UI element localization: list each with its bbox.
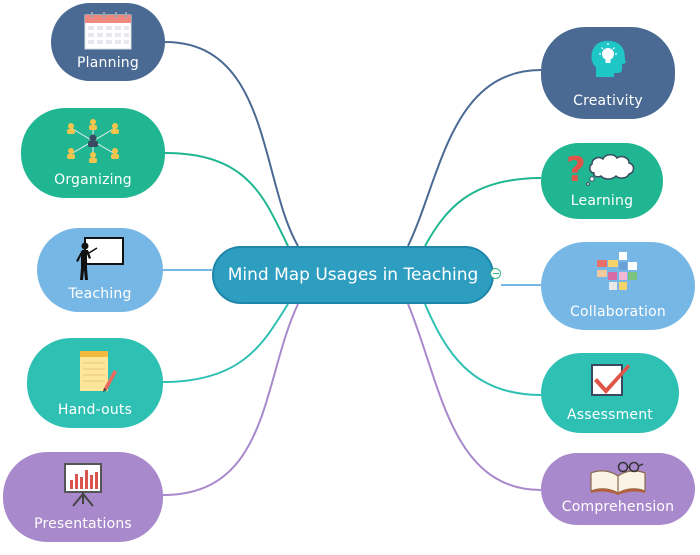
link-learning: [424, 177, 542, 247]
branch-collaboration-label: Collaboration: [570, 304, 666, 320]
link-planning: [164, 41, 299, 247]
branch-collaboration[interactable]: Collaboration: [541, 242, 695, 330]
branch-assessment[interactable]: Assessment: [541, 353, 679, 433]
branch-comprehension-label: Comprehension: [561, 499, 675, 515]
branch-learning-label: Learning: [570, 193, 634, 209]
branch-handouts[interactable]: Hand-outs: [27, 338, 163, 428]
branch-planning-label: Planning: [77, 55, 139, 71]
branch-comprehension[interactable]: Comprehension: [541, 453, 695, 525]
teacher-blackboard-icon: [76, 237, 124, 280]
presentation-board-icon: [64, 463, 102, 507]
link-assessment: [424, 303, 542, 396]
branch-presentations-label: Presentations: [34, 516, 132, 532]
branch-handouts-label: Hand-outs: [57, 402, 133, 418]
organization-people-icon: [67, 119, 119, 163]
question-thought-icon: ?: [566, 150, 635, 189]
branch-presentations[interactable]: Presentations: [3, 452, 163, 542]
branch-teaching[interactable]: Teaching: [37, 228, 163, 312]
calendar-icon: [84, 12, 132, 50]
branch-learning[interactable]: ? Learning: [541, 143, 663, 219]
collapse-toggle-icon[interactable]: [490, 268, 501, 279]
checkbox-icon: [591, 364, 630, 396]
link-comprehension: [407, 303, 542, 491]
branch-planning[interactable]: Planning: [51, 3, 165, 81]
link-handouts: [162, 303, 289, 383]
branch-creativity[interactable]: Creativity: [541, 27, 675, 119]
central-topic-label: Mind Map Usages in Teaching: [227, 265, 479, 285]
branch-organizing-label: Organizing: [54, 172, 132, 188]
link-presentations: [162, 303, 299, 496]
open-book-glasses-icon: [590, 461, 646, 495]
link-organizing: [164, 152, 289, 247]
link-creativity: [407, 69, 542, 247]
branch-teaching-label: Teaching: [68, 286, 132, 302]
branch-assessment-label: Assessment: [567, 407, 653, 423]
branch-creativity-label: Creativity: [573, 93, 643, 109]
branch-organizing[interactable]: Organizing: [21, 108, 165, 198]
blocks-icon: [597, 252, 637, 290]
head-lightbulb-icon: [591, 40, 626, 77]
svg-text:?: ?: [566, 150, 586, 189]
notepad-pencil-icon: [80, 351, 117, 392]
central-topic[interactable]: Mind Map Usages in Teaching: [212, 246, 494, 304]
